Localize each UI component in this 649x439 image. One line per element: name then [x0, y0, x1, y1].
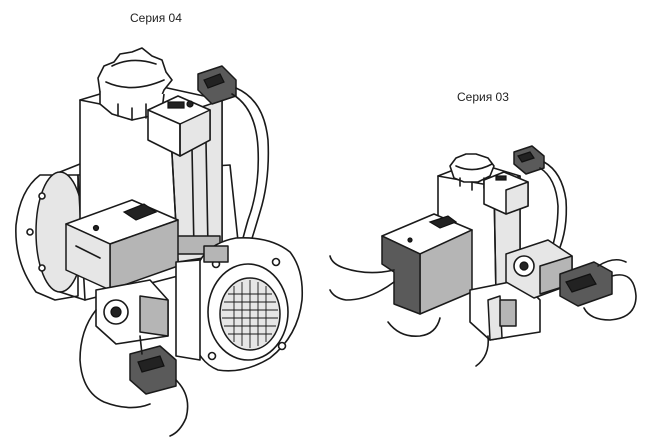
actuator-box-04 — [65, 199, 179, 291]
right-flange-04 — [175, 236, 304, 372]
caption-series-04: Серия 04 — [130, 11, 182, 25]
top-block-04 — [147, 95, 211, 157]
plug-connector-top-03 — [513, 145, 568, 255]
pressure-switch-04 — [79, 279, 169, 409]
top-block-03 — [483, 171, 529, 215]
caption-series-03: Серия 03 — [457, 90, 509, 104]
mesh-filter-04 — [222, 280, 278, 348]
left-flange-04 — [15, 161, 86, 301]
valve-series-04-drawing — [15, 47, 304, 437]
actuator-box-03 — [329, 213, 473, 315]
plug-connector-side-03 — [559, 258, 637, 321]
valve-series-03-drawing — [329, 145, 637, 367]
plug-connector-bottom-04 — [129, 335, 189, 437]
